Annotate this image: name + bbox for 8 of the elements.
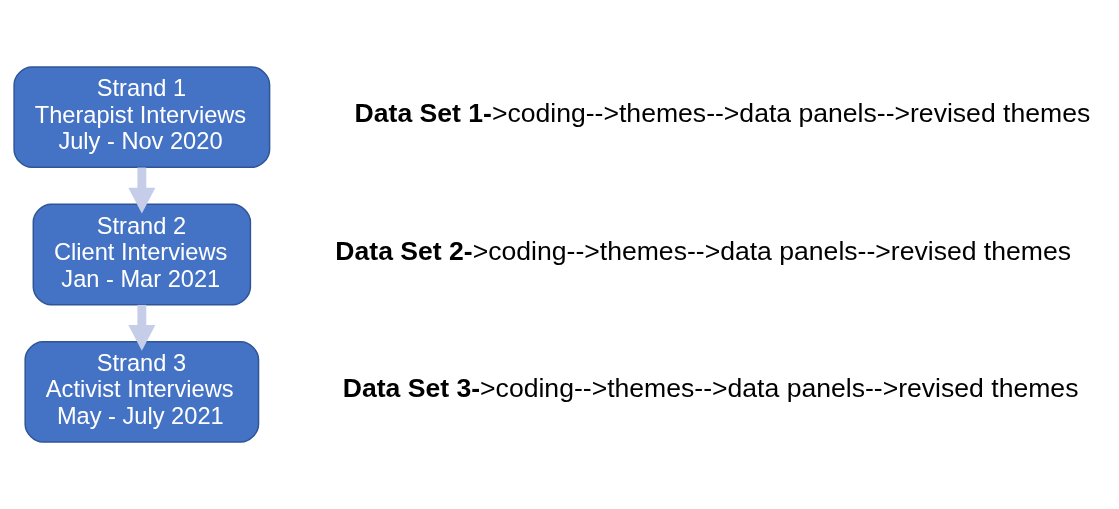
arrow — [128, 167, 156, 214]
label: Data Set 3->coding-->themes-->data panels-->revised themes — [342, 372, 1079, 403]
node-box: Strand 2 Client Interviews Jan - Mar 2021 — [32, 203, 252, 306]
node-box: Strand 3 Activist Interviews May - July 2021 — [24, 340, 260, 443]
arrow — [128, 304, 156, 351]
label: Data Set 1->coding-->themes-->data panels-->revised themes — [354, 98, 1091, 129]
node-box: Strand 1 Therapist Interviews July - Nov 2020 — [13, 66, 271, 169]
label: Data Set 2->coding-->themes-->data panels-->revised themes — [335, 235, 1072, 266]
